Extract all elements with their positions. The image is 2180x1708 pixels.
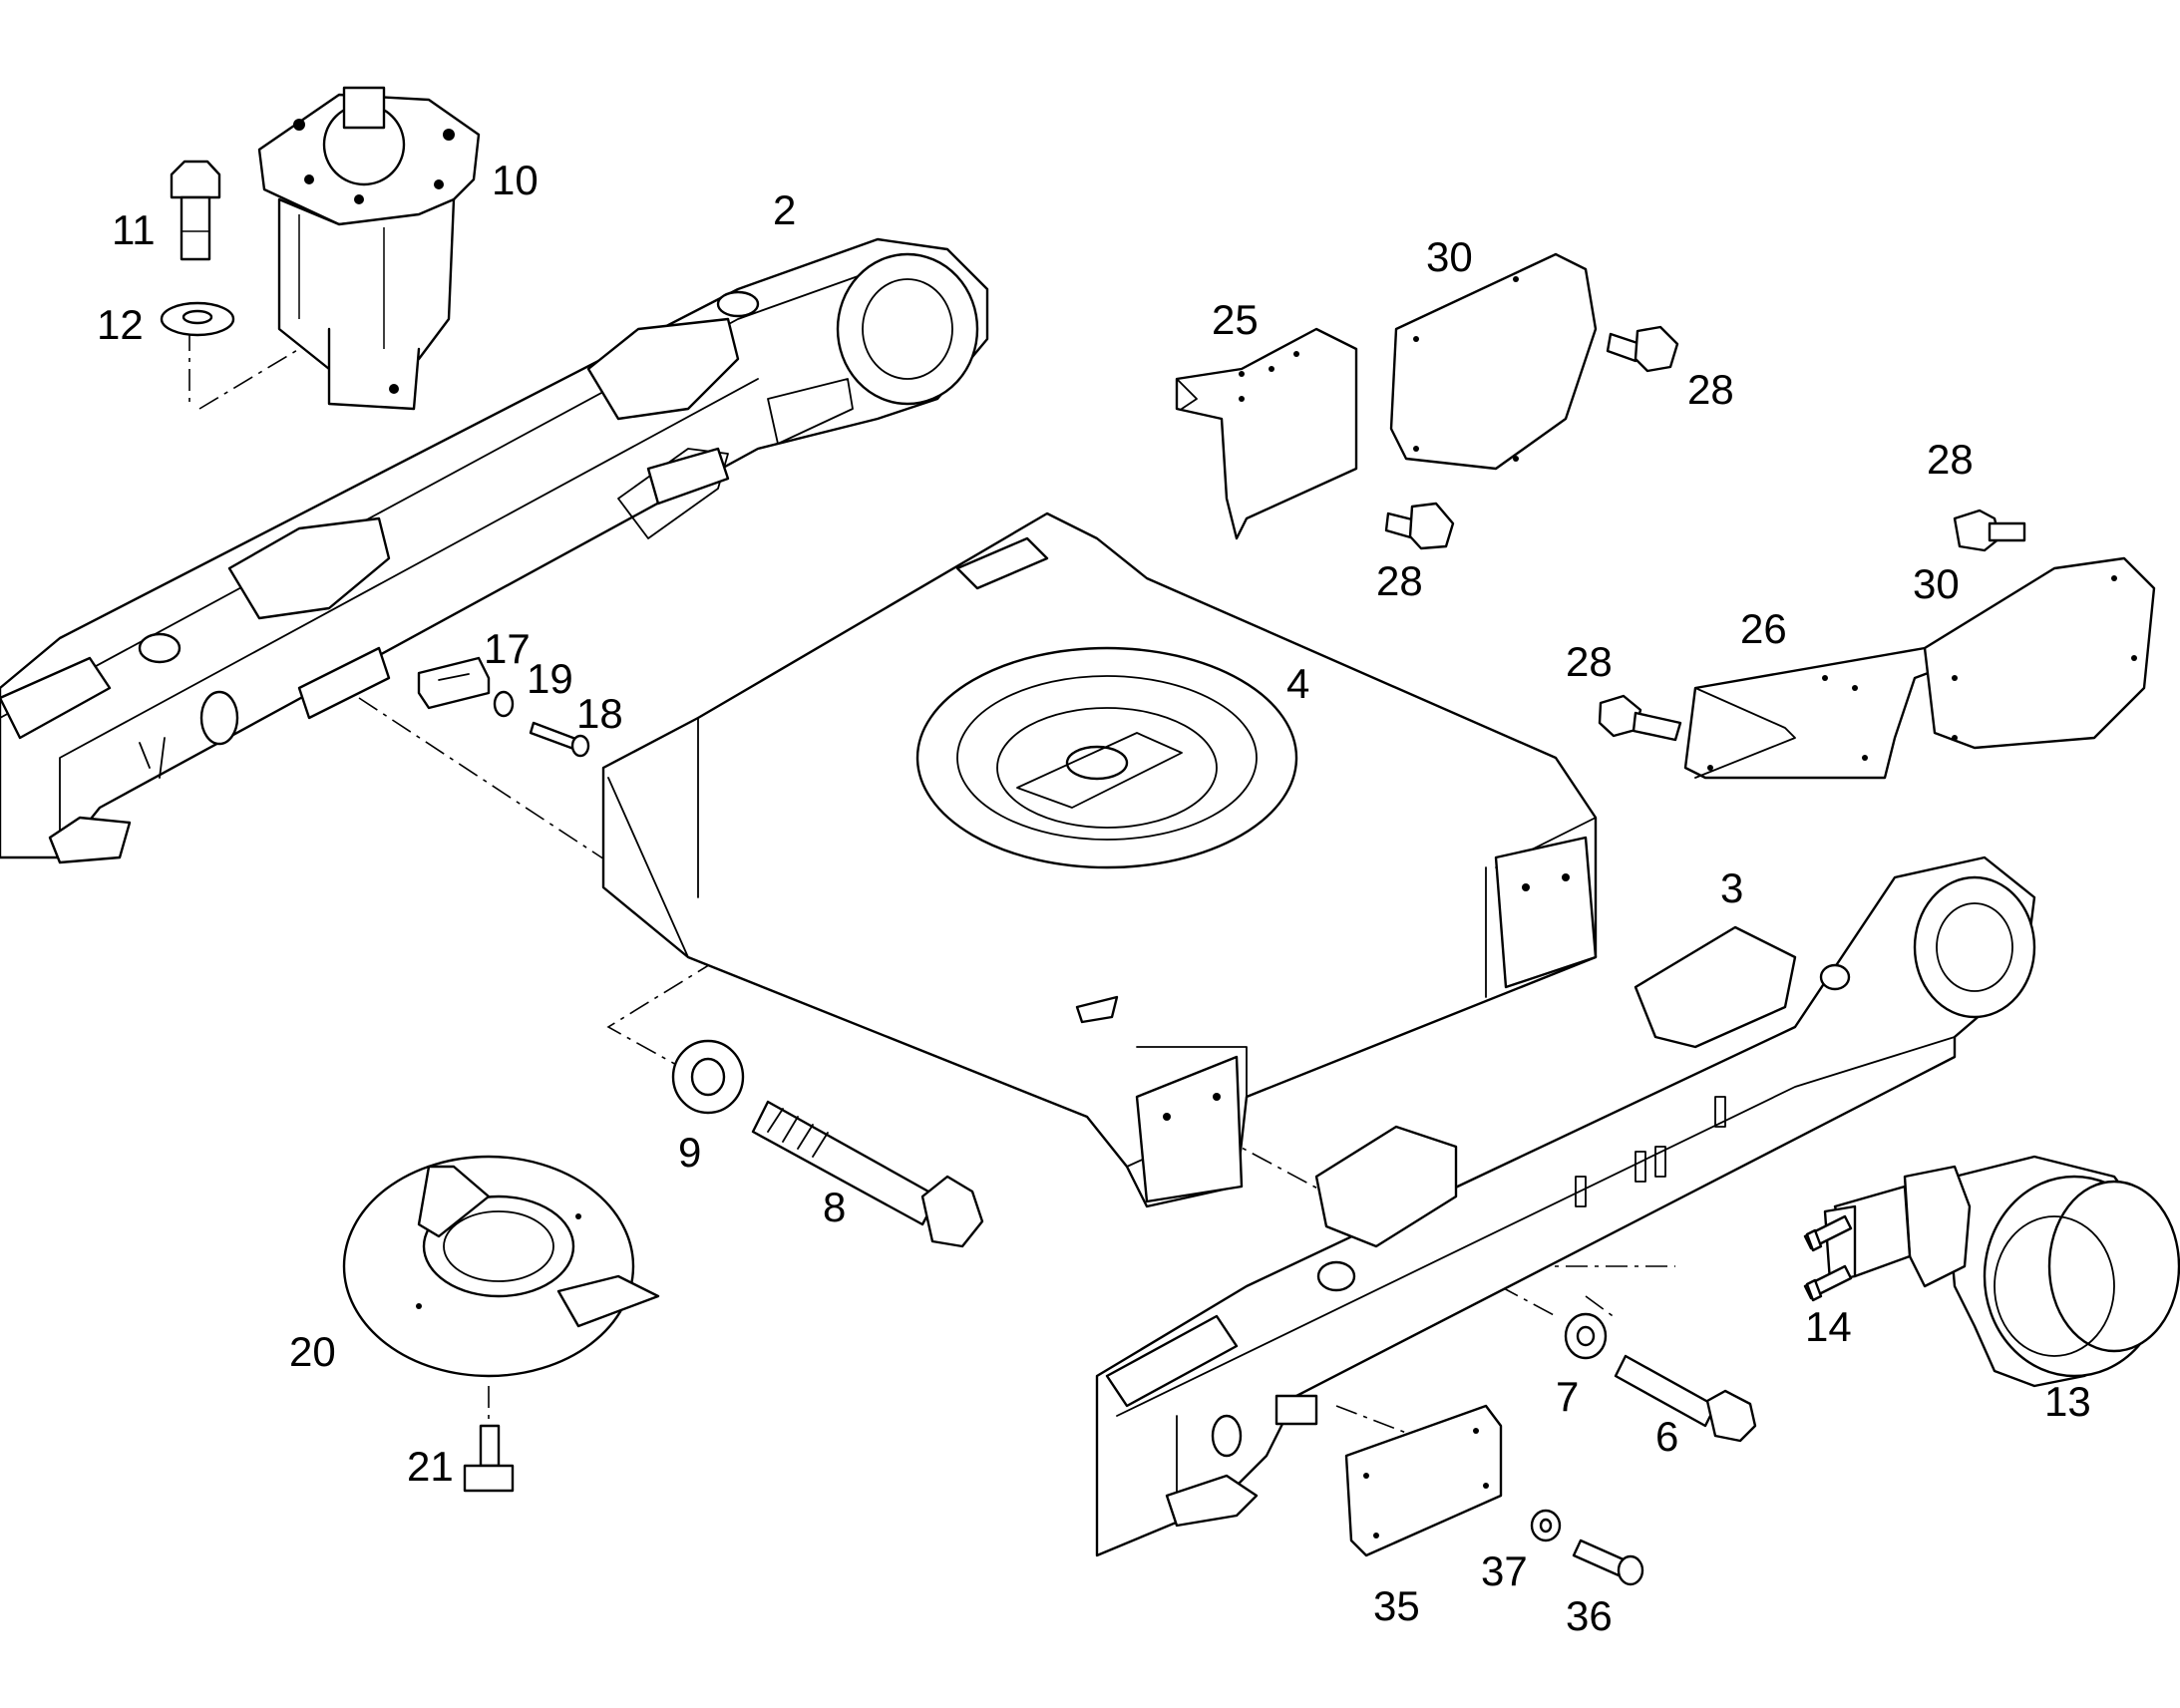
guard-26 [1683, 646, 1957, 780]
callout-30-a: 30 [1426, 233, 1473, 280]
bolt-14a [1803, 1214, 1853, 1252]
bolt-14b [1803, 1264, 1853, 1302]
callout-13: 13 [2044, 1378, 2091, 1425]
callout-3: 3 [1720, 864, 1743, 911]
callout-10: 10 [492, 157, 539, 203]
plate-20 [342, 1155, 660, 1378]
cover-30-right [1923, 556, 2156, 750]
callout-11: 11 [112, 206, 156, 253]
motor-14 [1803, 1165, 1972, 1302]
bolt-28-c [1953, 509, 2026, 552]
callout-4: 4 [1286, 660, 1309, 707]
cover-35 [1344, 1404, 1503, 1557]
callout-25: 25 [1212, 296, 1259, 343]
washer-7 [1564, 1312, 1608, 1360]
callout-28-c: 28 [1927, 436, 1974, 483]
callout-18: 18 [576, 690, 623, 737]
callout-19: 19 [527, 655, 573, 702]
callout-labels: 2 3 4 6 7 8 9 10 11 12 13 14 17 18 19 20… [97, 157, 2091, 1639]
bolt-18 [529, 721, 590, 758]
bolt-36 [1572, 1538, 1644, 1586]
callout-8: 8 [823, 1184, 846, 1230]
callout-30-b: 30 [1913, 560, 1960, 607]
cover-30-top [1389, 252, 1598, 471]
bolt-28-d [1598, 694, 1682, 742]
bolt-28-a [1606, 325, 1679, 373]
callout-7: 7 [1556, 1373, 1579, 1420]
callout-28-d: 28 [1566, 638, 1613, 685]
bolt-6 [1614, 1354, 1757, 1443]
leader-cover-bolt [1335, 1405, 1467, 1457]
washer-12 [160, 301, 235, 337]
callout-6: 6 [1655, 1413, 1678, 1460]
washer-9 [671, 1039, 745, 1115]
callout-14: 14 [1805, 1303, 1852, 1350]
callout-26: 26 [1740, 605, 1787, 652]
washer-37 [1530, 1509, 1562, 1542]
bolt-28-b [1384, 502, 1455, 550]
bolt-11 [170, 160, 221, 261]
callout-17: 17 [484, 625, 531, 672]
track-frame-2 [0, 237, 989, 864]
mount-bracket [297, 447, 730, 720]
bolt-21 [463, 1424, 515, 1493]
sprocket-13 [1948, 1155, 2180, 1388]
center-frame-4 [601, 512, 1598, 1208]
callout-36: 36 [1566, 1592, 1613, 1639]
washer-19 [493, 690, 515, 718]
callout-37: 37 [1481, 1547, 1528, 1594]
bolt-8 [751, 1100, 984, 1248]
callout-35: 35 [1373, 1582, 1420, 1629]
callout-2: 2 [773, 186, 796, 233]
leader-washer7 [1585, 1295, 1617, 1319]
callout-20: 20 [289, 1328, 336, 1375]
callout-9: 9 [678, 1129, 701, 1176]
leader-frame-left [358, 697, 740, 1078]
slide-pad-17 [417, 656, 491, 710]
callout-21: 21 [407, 1443, 454, 1490]
callout-12: 12 [97, 301, 144, 348]
track-frame-3 [1095, 855, 2036, 1557]
travel-motor-10 [257, 86, 481, 411]
callout-28-b: 28 [1376, 557, 1423, 604]
callout-28-a: 28 [1687, 366, 1734, 413]
guard-25 [1175, 327, 1358, 540]
